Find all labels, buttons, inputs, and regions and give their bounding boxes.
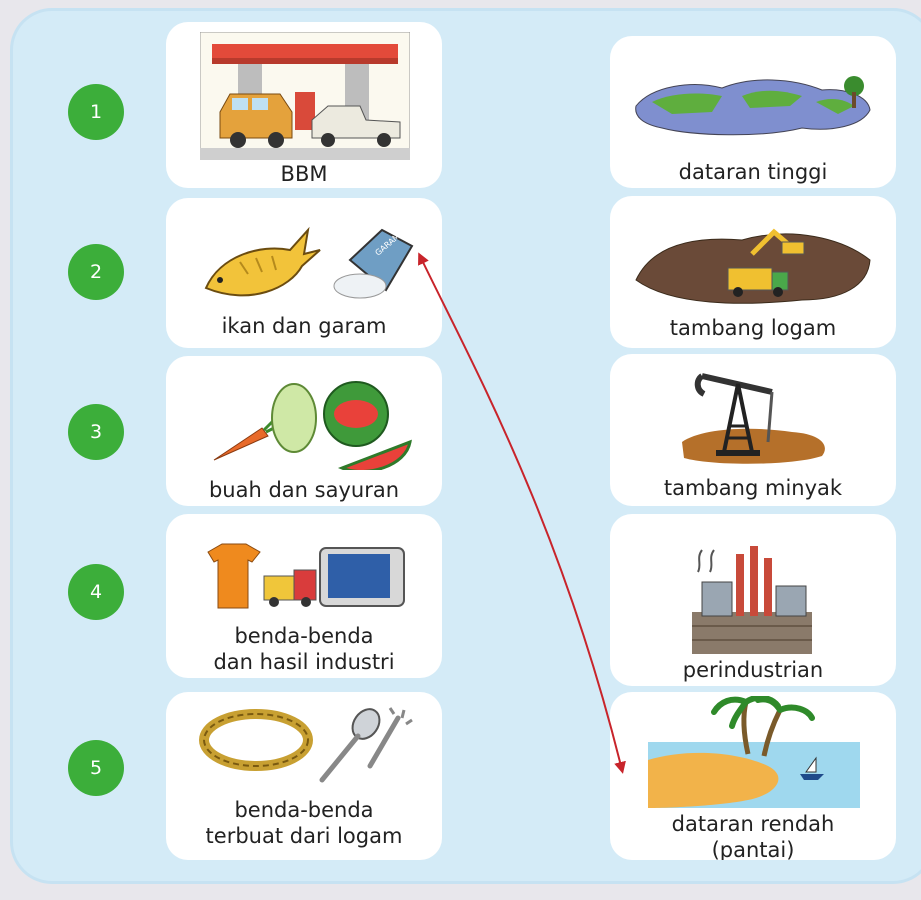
- card-label-highland: dataran tinggi: [678, 160, 828, 184]
- card-industrial-goods[interactable]: benda-benda dan hasil industri: [166, 514, 442, 678]
- card-label-industrial-1: benda-benda: [234, 624, 374, 648]
- card-label-metal-1: benda-benda: [234, 798, 374, 822]
- number-badge-4: 4: [68, 564, 124, 620]
- metal-mine-icon: [635, 228, 871, 304]
- card-lowland[interactable]: dataran rendah (pantai): [610, 692, 896, 860]
- card-oil-mine[interactable]: tambang minyak: [610, 354, 896, 506]
- oil-pump-icon: [682, 373, 825, 464]
- card-label-metal-mine: tambang logam: [669, 316, 837, 340]
- card-label-lowland-1: dataran rendah: [671, 812, 835, 836]
- highland-icon: [635, 76, 871, 136]
- beach-icon: [648, 696, 860, 808]
- card-label-fruit-vegetable: buah dan sayuran: [208, 478, 400, 502]
- fish-salt-icon: GARAM: [204, 226, 414, 299]
- card-fruit-vegetable[interactable]: buah dan sayuran: [166, 356, 442, 506]
- card-label-lowland-2: (pantai): [711, 838, 795, 860]
- card-label-bbm: BBM: [280, 162, 328, 186]
- factory-icon: [692, 546, 812, 654]
- industrial-goods-icon: [207, 543, 405, 609]
- fruit-vegetable-icon: [213, 381, 412, 470]
- card-highland[interactable]: dataran tinggi: [610, 36, 896, 188]
- number-badge-3: 3: [68, 404, 124, 460]
- card-metal-goods[interactable]: benda-benda terbuat dari logam: [166, 692, 442, 860]
- card-label-fish-salt: ikan dan garam: [221, 314, 387, 338]
- card-bbm[interactable]: BBM: [166, 22, 442, 188]
- card-fish-salt[interactable]: GARAM ikan dan garam: [166, 198, 442, 348]
- metal-goods-icon: [199, 707, 413, 783]
- card-metal-mine[interactable]: tambang logam: [610, 196, 896, 348]
- card-industry[interactable]: perindustrian: [610, 514, 896, 686]
- card-label-metal-2: terbuat dari logam: [205, 824, 403, 848]
- card-label-industry: perindustrian: [682, 658, 824, 682]
- card-label-oil-mine: tambang minyak: [663, 476, 843, 500]
- number-badge-1: 1: [68, 84, 124, 140]
- gas-station-icon: [200, 32, 410, 160]
- card-label-industrial-2: dan hasil industri: [213, 650, 395, 674]
- number-badge-5: 5: [68, 740, 124, 796]
- number-badge-2: 2: [68, 244, 124, 300]
